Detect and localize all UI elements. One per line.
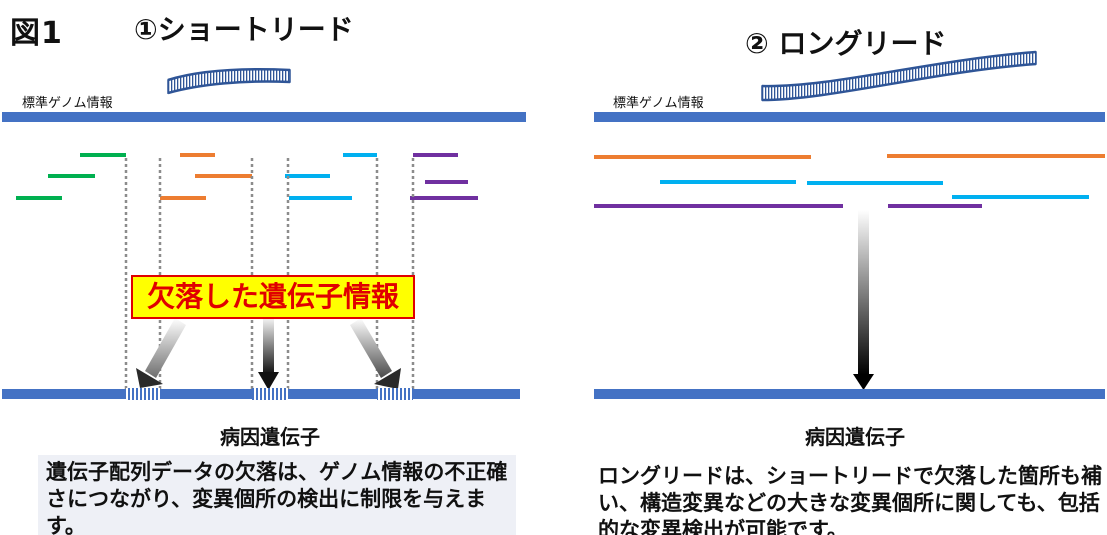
long-read-arrow	[853, 210, 874, 390]
gene-gap-3	[377, 388, 413, 400]
pathogenic-gene-bar-right	[594, 389, 1105, 399]
short-reads-purple	[410, 153, 478, 200]
gene-gap-1	[126, 388, 160, 400]
short-read-dna-icon	[167, 68, 291, 95]
short-reads-cyan	[285, 153, 377, 200]
figure-label: 図1	[10, 16, 63, 51]
gene-gap-2	[252, 388, 288, 400]
missing-info-arrow-left	[136, 318, 186, 388]
missing-gene-info-callout: 欠落した遺伝子情報	[131, 275, 415, 319]
short-reads-orange	[160, 153, 252, 200]
pathogenic-gene-label-left: 病因遺伝子	[220, 425, 320, 449]
missing-info-arrow-right	[350, 318, 401, 389]
reference-genome-bar-right	[594, 112, 1105, 122]
long-reads-orange	[594, 154, 1105, 159]
long-read-title: ② ロングリード	[745, 27, 947, 60]
reference-label-right: 標準ゲノム情報	[613, 96, 704, 111]
reference-genome-bar-left	[2, 112, 526, 122]
long-reads-cyan	[660, 180, 1089, 199]
short-reads-green	[16, 153, 126, 200]
short-read-title: ①ショートリード	[134, 13, 354, 46]
long-read-description: ロングリードは、ショートリードで欠落した箇所も補い、構造変異などの大きな変異個所…	[598, 464, 1102, 535]
reference-label-left: 標準ゲノム情報	[22, 96, 113, 111]
pathogenic-gene-label-right: 病因遺伝子	[805, 425, 905, 449]
long-read-dna-icon	[761, 50, 1037, 102]
missing-info-arrow-center	[258, 318, 279, 390]
short-read-description: 遺伝子配列データの欠落は、ゲノム情報の不正確さにつながり、変異個所の検出に制限を…	[38, 455, 516, 535]
